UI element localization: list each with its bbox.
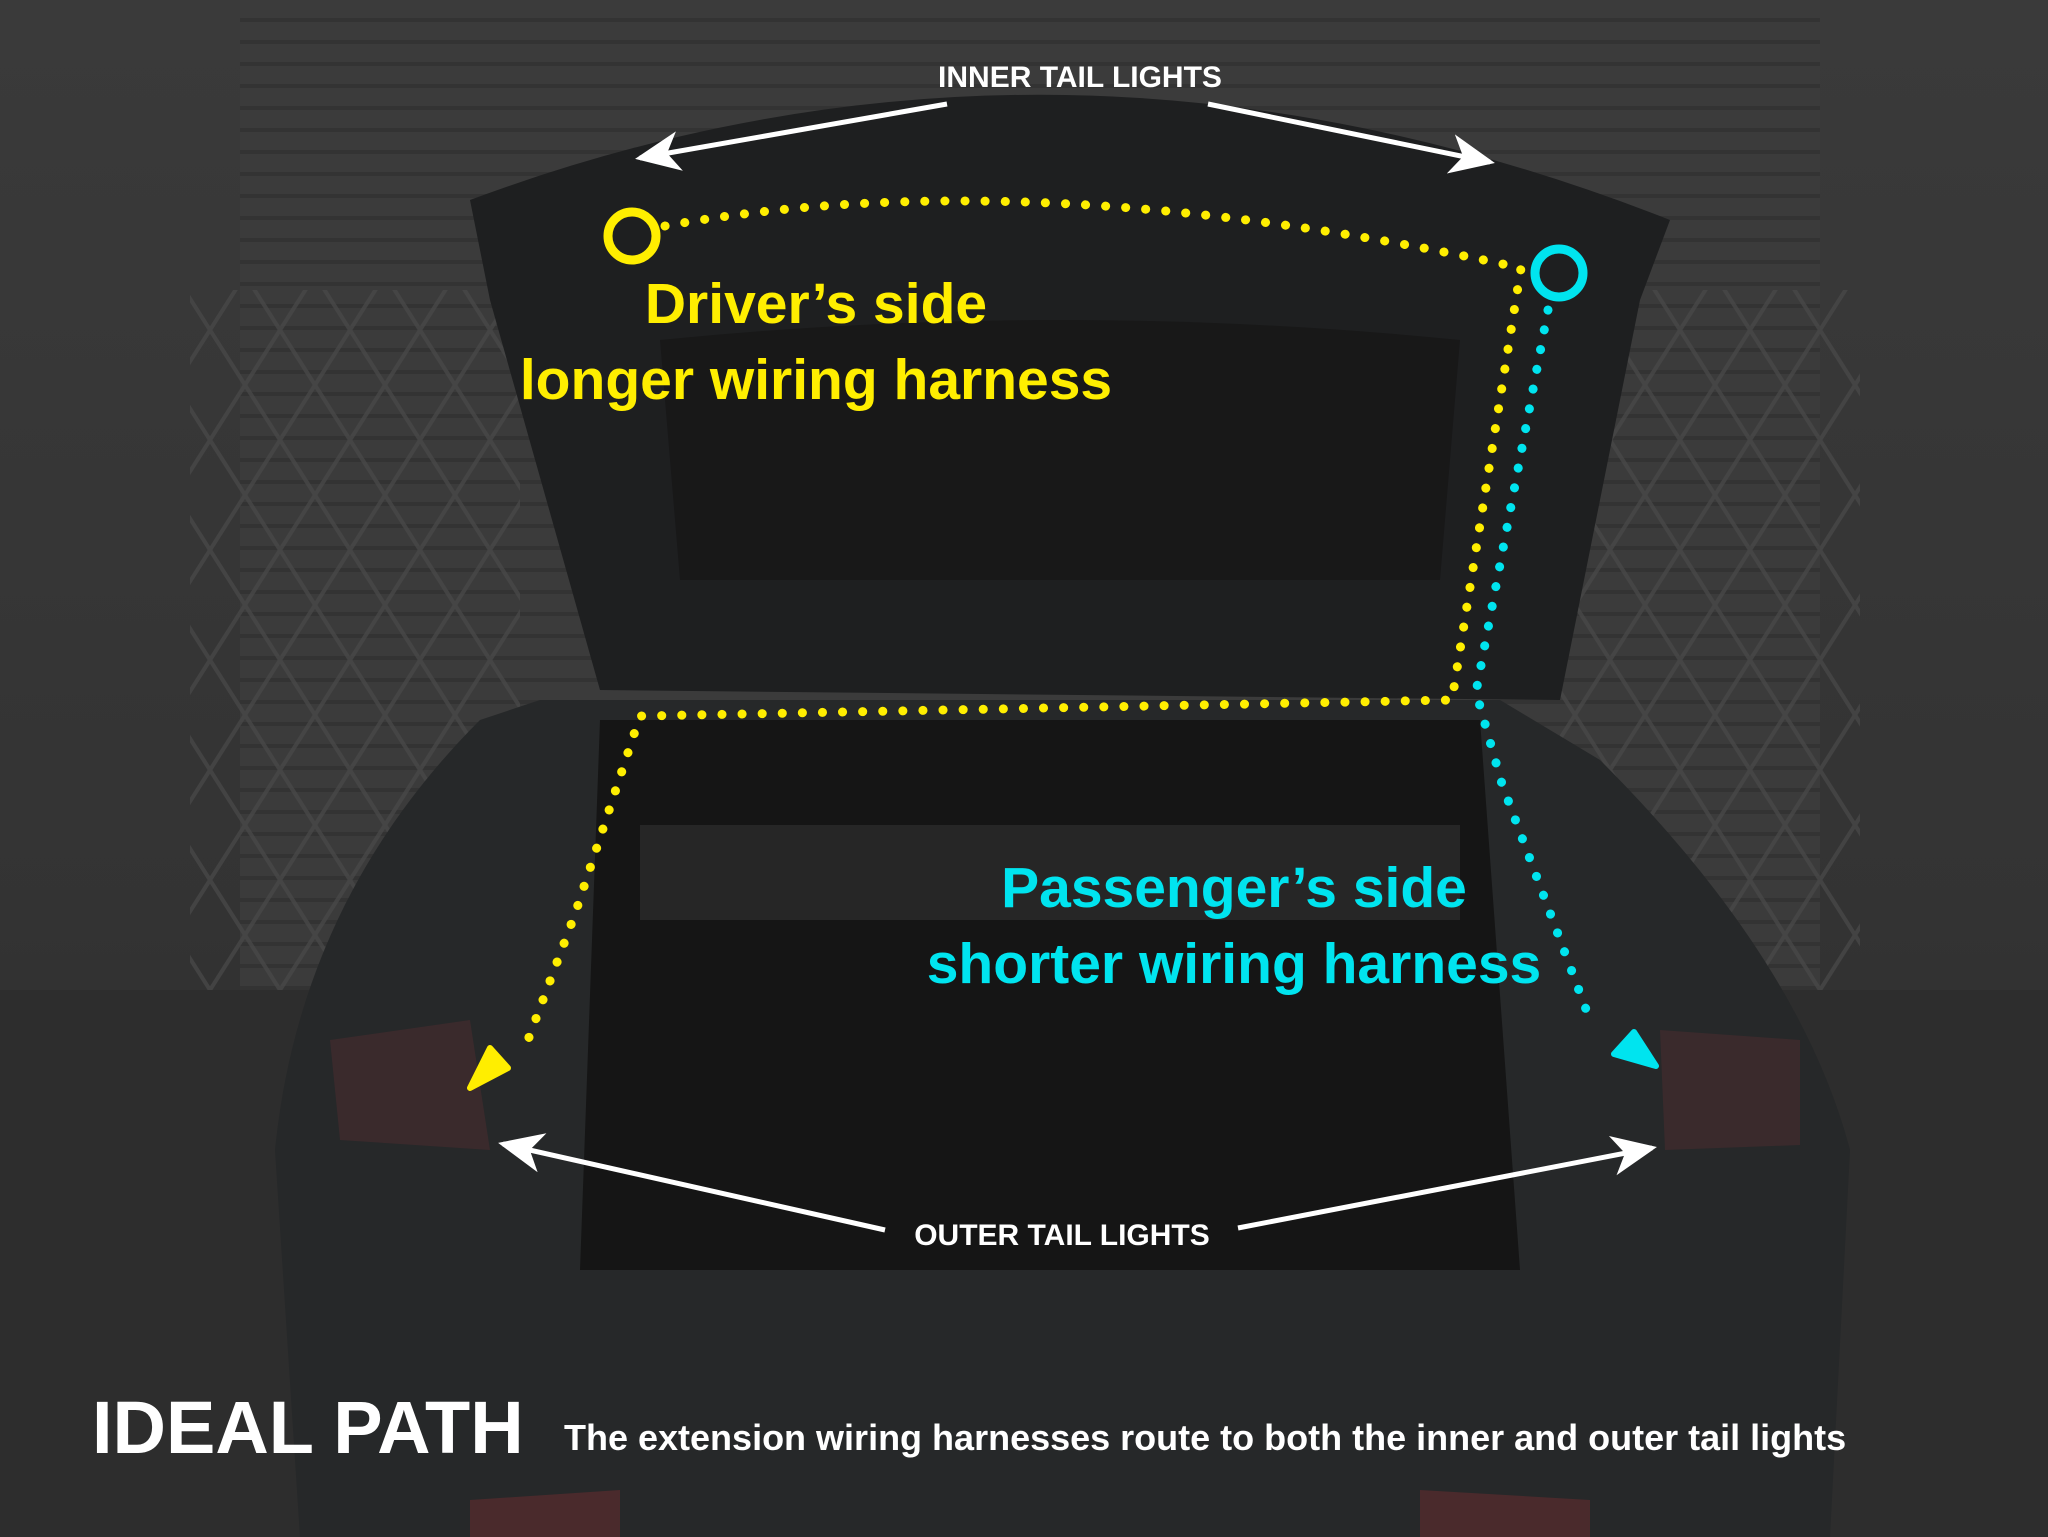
rear-window [660,320,1460,580]
passenger-start-circle [1530,244,1588,302]
driver-start-circle [603,207,661,265]
inner-left-arrow [635,101,948,171]
outer-tail-lights-label: OUTER TAIL LIGHTS [914,1219,1210,1252]
left-tail-light [330,1020,490,1150]
footer-title: IDEAL PATH [92,1386,524,1469]
outer-right-arrow [1237,1135,1657,1231]
footer-subtitle: The extension wiring harnesses route to … [564,1417,1846,1458]
driver-label-line2: longer wiring harness [520,348,1112,412]
driver-label-line1: Driver’s side [645,272,987,336]
outer-left-arrow [498,1133,886,1233]
cargo-cover [640,825,1460,920]
right-tail-light [1660,1030,1800,1150]
passenger-label-line2: shorter wiring harness [927,932,1542,996]
inner-tail-lights-label: INNER TAIL LIGHTS [938,61,1222,94]
lower-reflectors [470,1490,1590,1537]
passenger-label-line1: Passenger’s side [1001,856,1467,920]
passenger-arrowhead [1611,1029,1659,1069]
driver-arrowhead [467,1045,511,1091]
inner-right-arrow [1207,101,1495,174]
